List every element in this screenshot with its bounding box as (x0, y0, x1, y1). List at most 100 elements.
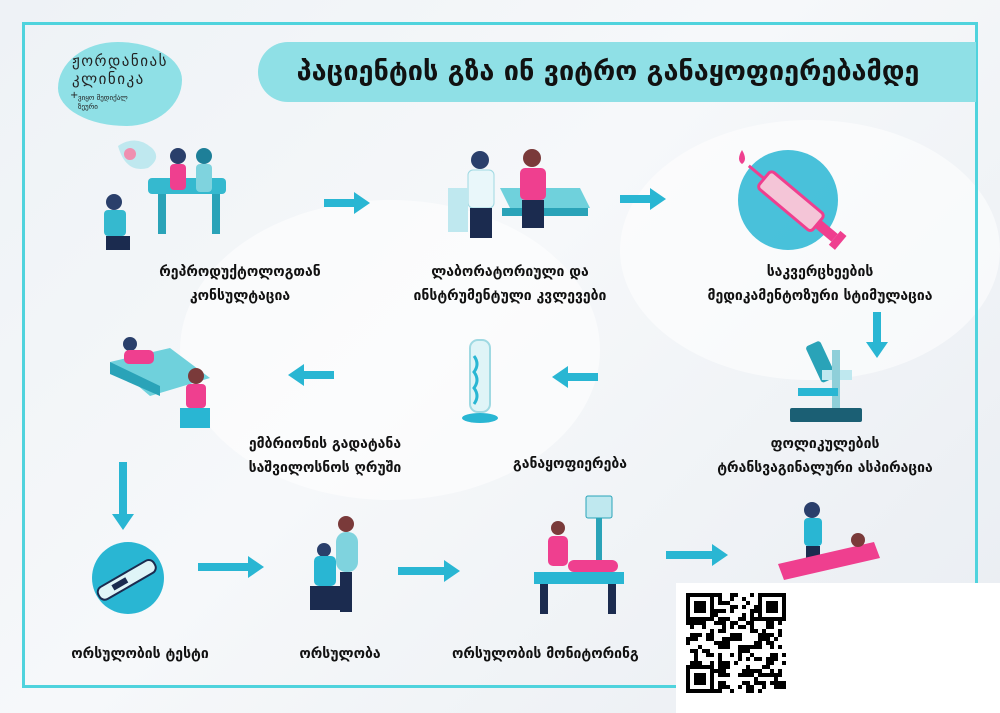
arrow-left-icon (552, 366, 598, 388)
qr-module (722, 681, 726, 685)
qr-module (734, 605, 738, 609)
qr-module (698, 633, 702, 637)
qr-module (770, 669, 774, 673)
qr-module (694, 649, 698, 653)
qr-module (758, 669, 762, 673)
qr-module (746, 689, 750, 693)
qr-module (722, 629, 726, 633)
qr-module (706, 637, 710, 641)
qr-module (722, 685, 726, 689)
qr-module (706, 633, 710, 637)
qr-module (778, 633, 782, 637)
qr-module (742, 681, 746, 685)
qr-module (750, 685, 754, 689)
logo-subtitle: ვიყო მედიქალ ზეური (78, 94, 128, 112)
qr-module (782, 653, 786, 657)
qr-module (722, 665, 726, 669)
logo-line2: კლინიკა (72, 70, 145, 88)
qr-module (746, 657, 750, 661)
qr-module (774, 677, 778, 681)
step-line: ორსულობა (299, 646, 381, 662)
qr-module (770, 633, 774, 637)
qr-module (698, 661, 702, 665)
qr-module (766, 637, 770, 641)
qr-module (722, 661, 726, 665)
qr-module (750, 629, 754, 633)
qr-module (738, 657, 742, 661)
qr-module (718, 597, 722, 601)
qr-module (742, 597, 746, 601)
qr-module (726, 617, 730, 621)
step-label-pregnancy-test: ორსულობის ტესტი (40, 642, 240, 666)
qr-module (742, 605, 746, 609)
step-line: ემბრიონის გადატანა (248, 436, 402, 452)
arrow-right-icon (398, 560, 460, 582)
qr-module (730, 689, 734, 693)
qr-module (762, 665, 766, 669)
arrow-right-icon (324, 192, 370, 214)
qr-module (774, 637, 778, 641)
qr-module (778, 673, 782, 677)
qr-module (766, 601, 778, 613)
qr-module (710, 637, 714, 641)
qr-module (718, 661, 722, 665)
qr-module (722, 621, 726, 625)
step-line: ლაბორატორიული და (431, 264, 589, 280)
qr-module (758, 633, 762, 637)
step-label-monitoring: ორსულობის მონიტორინგ (452, 642, 676, 666)
qr-module (778, 629, 782, 633)
qr-module (742, 649, 746, 653)
qr-module (758, 645, 762, 649)
qr-module (754, 641, 758, 645)
embryo-transfer-illustration (110, 337, 210, 428)
qr-module (714, 621, 718, 625)
qr-module (742, 613, 746, 617)
qr-module (766, 621, 770, 625)
qr-module (722, 601, 726, 605)
qr-module (722, 673, 726, 677)
test-tube-illustration (462, 339, 498, 423)
qr-module (726, 685, 730, 689)
qr-module (722, 669, 726, 673)
qr-module (742, 669, 746, 673)
qr-module (734, 621, 738, 625)
qr-module (730, 597, 734, 601)
step-line: მედიკამენტოზური სტიმულაცია (707, 288, 933, 304)
arrow-right-icon (198, 556, 264, 578)
qr-module (778, 681, 782, 685)
qr-module (758, 657, 762, 661)
qr-module (766, 633, 770, 637)
qr-module (738, 633, 742, 637)
logo-blob (58, 42, 182, 126)
qr-module (694, 637, 698, 641)
qr-module (782, 661, 786, 665)
qr-module (690, 633, 694, 637)
qr-module (766, 657, 770, 661)
arrow-right-icon (666, 544, 728, 566)
qr-module (766, 625, 770, 629)
qr-module (742, 673, 746, 677)
qr-module (754, 677, 758, 681)
qr-module (718, 641, 722, 645)
qr-module (746, 621, 750, 625)
step-label-pregnancy: ორსულობა (260, 642, 420, 666)
qr-module (750, 645, 754, 649)
qr-module (718, 645, 722, 649)
qr-module (750, 673, 754, 677)
microscope-illustration (790, 341, 862, 422)
qr-module (726, 645, 730, 649)
step-label-stimulation: საკვერცხეების მედიკამენტოზური სტიმულაცია (680, 260, 960, 308)
qr-module (754, 669, 758, 673)
qr-module (774, 685, 778, 689)
border-frame (22, 22, 978, 688)
qr-module (718, 669, 722, 673)
qr-module (722, 625, 726, 629)
qr-module (746, 601, 750, 605)
qr-module (750, 689, 754, 693)
qr-code-panel (676, 583, 1000, 713)
qr-module (762, 681, 766, 685)
qr-module (718, 617, 722, 621)
step-line: განაყოფიერება (513, 456, 627, 472)
logo-sub-line1: ვიყო მედიქალ (78, 94, 128, 102)
qr-module (718, 601, 722, 605)
